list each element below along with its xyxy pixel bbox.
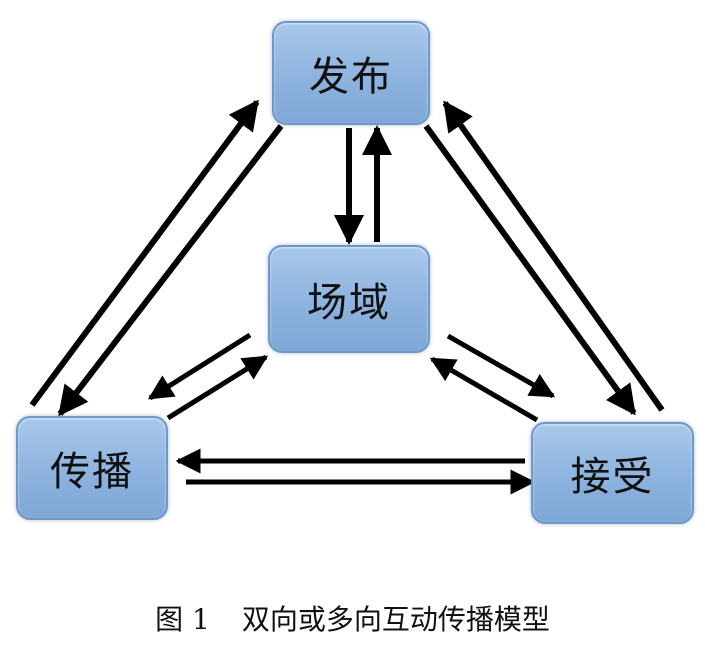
arrow-chuanbo-to-fabu: [29, 99, 260, 407]
arrow-jieshou-to-fabu: [442, 100, 665, 412]
arrow-changyu-to-chuanbo: [147, 332, 252, 401]
node-chuanbo-label: 传播: [50, 449, 134, 495]
figure-number: 图 1: [155, 603, 210, 636]
arrow-jieshou-to-changyu: [429, 356, 539, 423]
node-jieshou-label: 接受: [570, 454, 655, 500]
node-fabu: 发布: [272, 21, 430, 125]
figure-caption: 图 1 双向或多向互动传播模型: [0, 598, 705, 638]
node-chuanbo: 传播: [16, 416, 168, 520]
node-changyu-label: 场域: [307, 280, 391, 326]
arrow-fabu-to-jieshou: [423, 124, 637, 416]
node-fabu-label: 发布: [309, 54, 393, 100]
node-jieshou: 接受: [531, 422, 694, 524]
arrow-changyu-to-jieshou: [446, 333, 556, 399]
arrow-chuanbo-to-changyu: [166, 354, 269, 421]
arrow-fabu-to-chuanbo: [57, 124, 284, 417]
figure-title: 双向或多向互动传播模型: [241, 603, 550, 636]
node-changyu: 场域: [268, 245, 430, 353]
